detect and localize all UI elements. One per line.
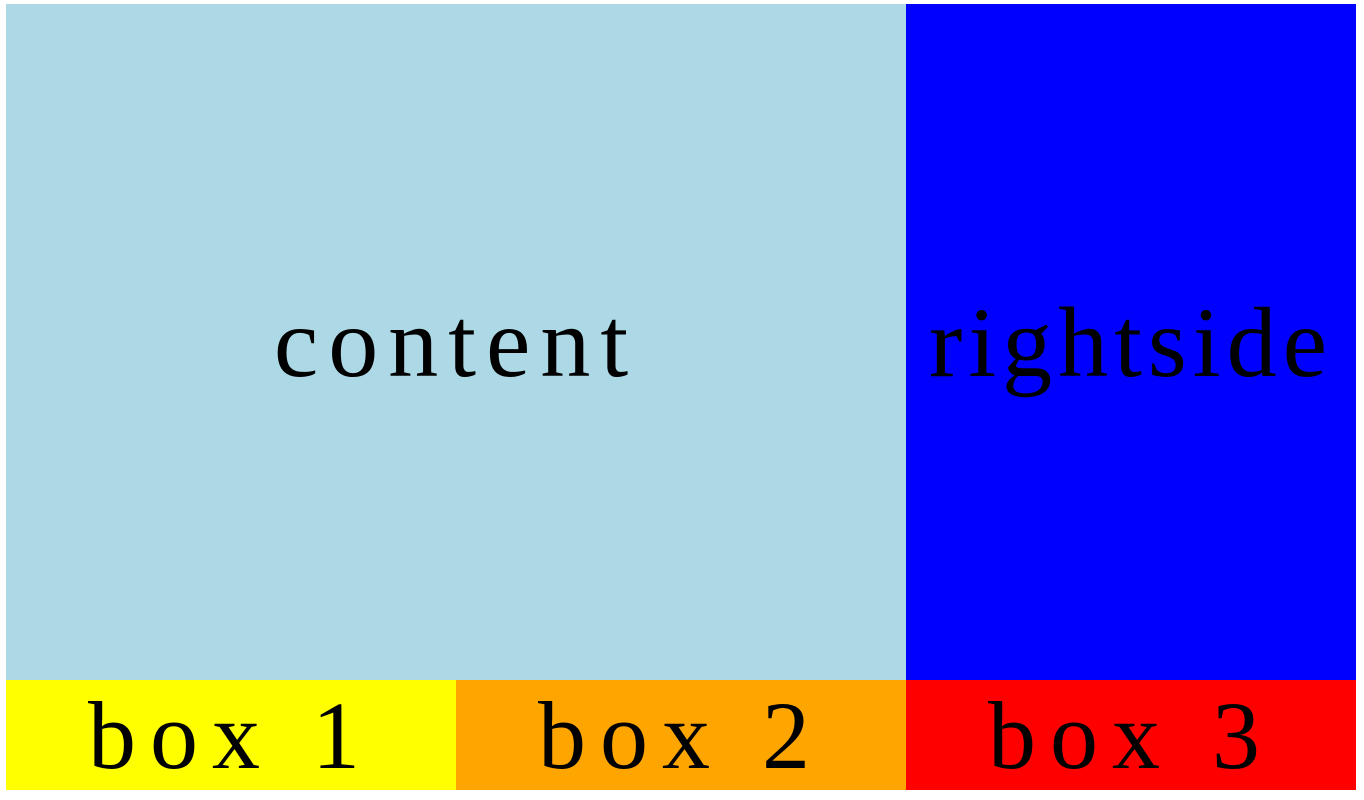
content-panel: content bbox=[6, 4, 906, 680]
box-3-label: box 3 bbox=[988, 681, 1274, 789]
box-1: box 1 bbox=[6, 680, 456, 790]
box-1-label: box 1 bbox=[88, 681, 374, 789]
box-2-label: box 2 bbox=[538, 681, 824, 789]
content-label: content bbox=[273, 286, 639, 398]
box-3: box 3 bbox=[906, 680, 1356, 790]
box-2: box 2 bbox=[456, 680, 906, 790]
rightside-label: rightside bbox=[929, 286, 1333, 398]
layout-frame: content rightside box 1 box 2 box 3 bbox=[6, 4, 1356, 790]
rightside-panel: rightside bbox=[906, 4, 1356, 680]
